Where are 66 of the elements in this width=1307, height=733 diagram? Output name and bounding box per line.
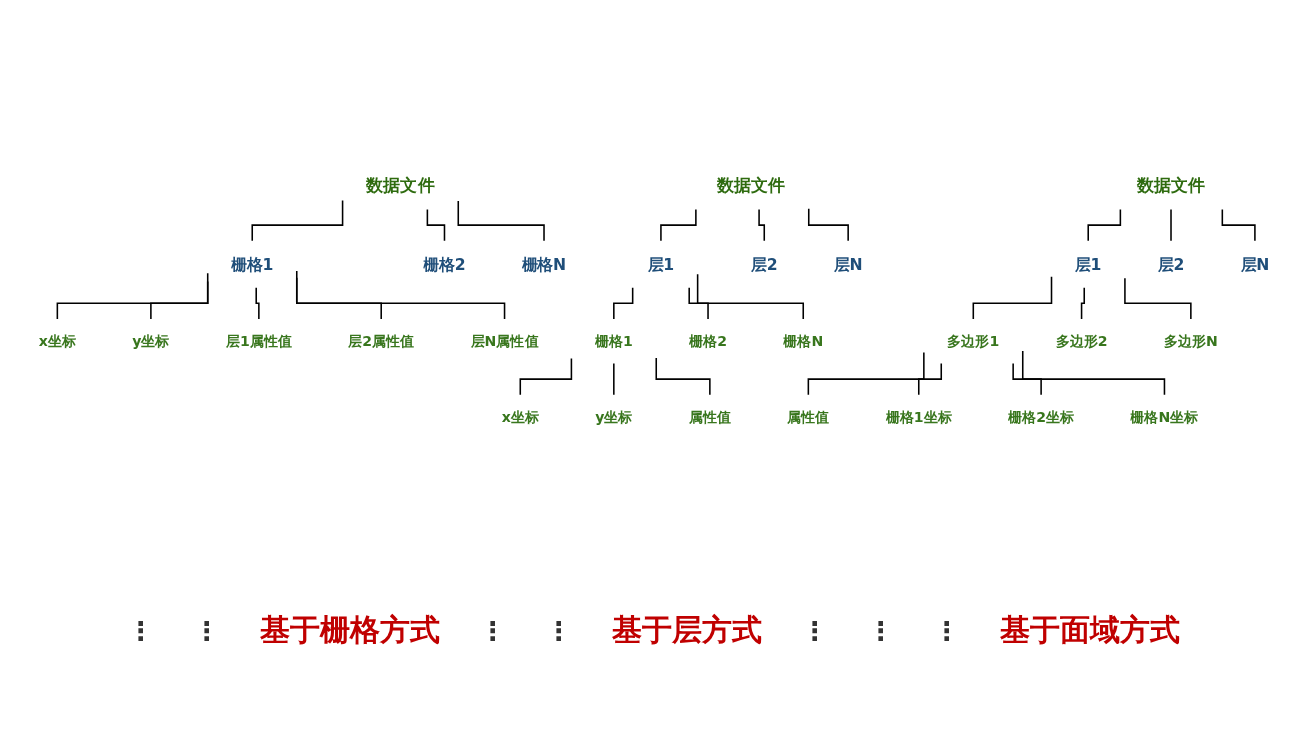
connector — [519, 357, 572, 396]
caption-text: 基于面域方式 — [999, 611, 1180, 649]
connector — [659, 208, 697, 242]
connector — [1086, 208, 1121, 242]
node-text: 多边形N — [1163, 333, 1218, 350]
caption-text: 基于栅格方式 — [259, 611, 440, 649]
ellipsis-mark: ⋮ — [867, 615, 894, 646]
connector — [1221, 208, 1256, 242]
node-text: 栅格N坐标 — [1129, 409, 1198, 426]
node-text: 属性值 — [688, 409, 731, 426]
connector — [1123, 277, 1192, 320]
connector — [654, 357, 711, 396]
connector — [56, 272, 208, 320]
connector — [295, 270, 505, 320]
node-text: 栅格N — [521, 255, 566, 274]
connector — [687, 287, 709, 320]
connector — [426, 208, 445, 242]
node-text: x坐标 — [38, 333, 76, 350]
node-text: y坐标 — [131, 333, 170, 350]
node-text: 层1 — [1074, 255, 1101, 274]
connector — [1021, 350, 1165, 396]
node-text: 属性值 — [786, 409, 829, 426]
node-text: 栅格1 — [230, 255, 273, 274]
node-text: 层2属性值 — [347, 333, 414, 350]
caption-text: 基于层方式 — [611, 611, 762, 649]
connector — [254, 287, 260, 320]
node-text: 栅格2 — [688, 333, 727, 350]
connector — [250, 200, 343, 242]
connector — [1011, 362, 1042, 396]
connector — [612, 362, 615, 396]
ellipsis-mark: ⋮ — [479, 615, 506, 646]
connector — [807, 208, 849, 242]
ellipsis-mark: ⋮ — [127, 615, 154, 646]
node-text: 栅格N — [782, 333, 823, 350]
node-text: 多边形2 — [1055, 333, 1108, 350]
connector — [917, 362, 942, 396]
connector — [972, 276, 1052, 320]
node-text: 数据文件 — [365, 175, 435, 195]
node-text: 层2 — [750, 255, 778, 274]
node-text: 栅格2坐标 — [1007, 409, 1074, 426]
node-text: x坐标 — [501, 409, 539, 426]
node-text: 多边形1 — [946, 333, 999, 350]
ellipsis-mark: ⋮ — [933, 615, 960, 646]
node-text: 数据文件 — [716, 175, 785, 195]
connector — [807, 352, 925, 396]
ellipsis-mark: ⋮ — [193, 615, 220, 646]
node-text: 数据文件 — [1136, 175, 1205, 195]
node-text: 层1 — [647, 255, 674, 274]
ellipsis-mark: ⋮ — [801, 615, 828, 646]
node-text: y坐标 — [594, 409, 632, 426]
connector — [612, 287, 633, 320]
node-text: 层2 — [1157, 255, 1184, 274]
connector — [1080, 287, 1085, 320]
node-text: 栅格1坐标 — [885, 409, 952, 426]
node-text: 层N — [833, 255, 863, 274]
node-text: 层N — [1240, 255, 1269, 274]
connector — [696, 273, 804, 320]
node-text: 层1属性值 — [225, 333, 292, 350]
node-text: 栅格1 — [594, 333, 633, 350]
node-text: 层N属性值 — [470, 333, 539, 350]
connector — [757, 208, 765, 242]
connector — [149, 280, 208, 320]
node-text: 栅格2 — [422, 255, 466, 274]
connector — [1169, 208, 1172, 242]
ellipsis-mark: ⋮ — [545, 615, 572, 646]
connector — [457, 200, 545, 242]
